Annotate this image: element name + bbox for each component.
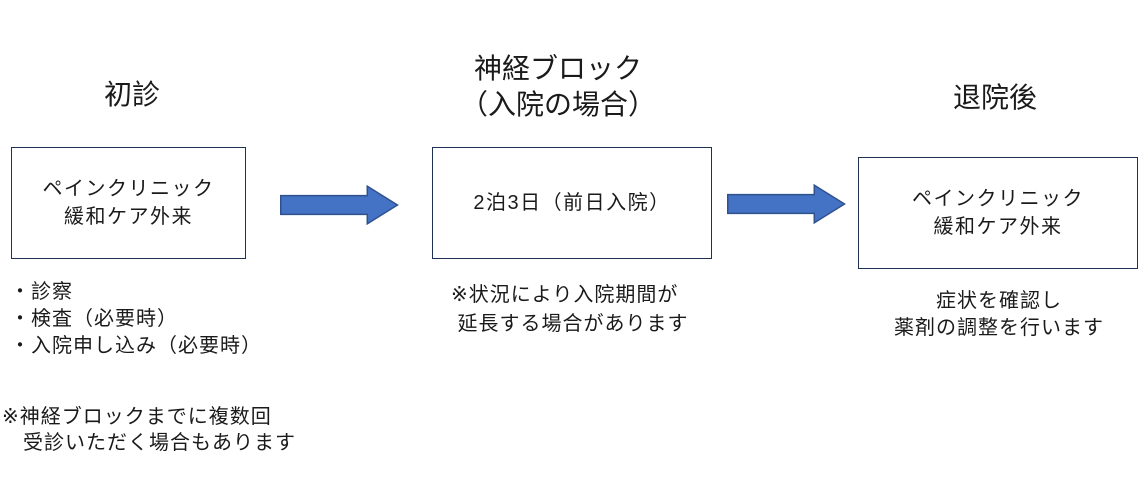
flow-arrow-right-icon — [727, 184, 846, 224]
stage-box-label-first-visit: ペインクリニック 緩和ケア外来 — [42, 178, 215, 228]
stage-box-nerve-block: 2泊3日（前日入院） — [432, 147, 712, 259]
stage-box-after-discharge: ペインクリニック 緩和ケア外来 — [858, 157, 1138, 269]
stage-box-first-visit: ペインクリニック 緩和ケア外来 — [11, 147, 246, 259]
stage-heading-after-discharge: 退院後 — [952, 82, 1038, 113]
block-arrow-right-shape — [727, 184, 846, 224]
block-arrow-right-shape — [280, 185, 399, 225]
first-visit-bullet-notes: ・診察 ・検査（必要時） ・入院申し込み（必要時） — [10, 281, 262, 357]
first-visit-caution-note: ※神経ブロックまでに複数回 受診いただく場合もあります — [2, 406, 296, 454]
after-discharge-note: 症状を確認し 薬剤の調整を行います — [894, 290, 1104, 339]
stage-heading-nerve-block: 神経ブロック （入院の場合） — [459, 53, 657, 120]
nerve-block-caution-note: ※状況により入院期間が 延長する場合があります — [451, 284, 689, 335]
flow-arrow-right-icon — [280, 185, 399, 225]
stage-box-label-after-discharge: ペインクリニック 緩和ケア外来 — [912, 188, 1084, 238]
stage-box-label-nerve-block: 2泊3日（前日入院） — [473, 192, 671, 214]
stage-heading-first-visit: 初診 — [103, 79, 161, 110]
